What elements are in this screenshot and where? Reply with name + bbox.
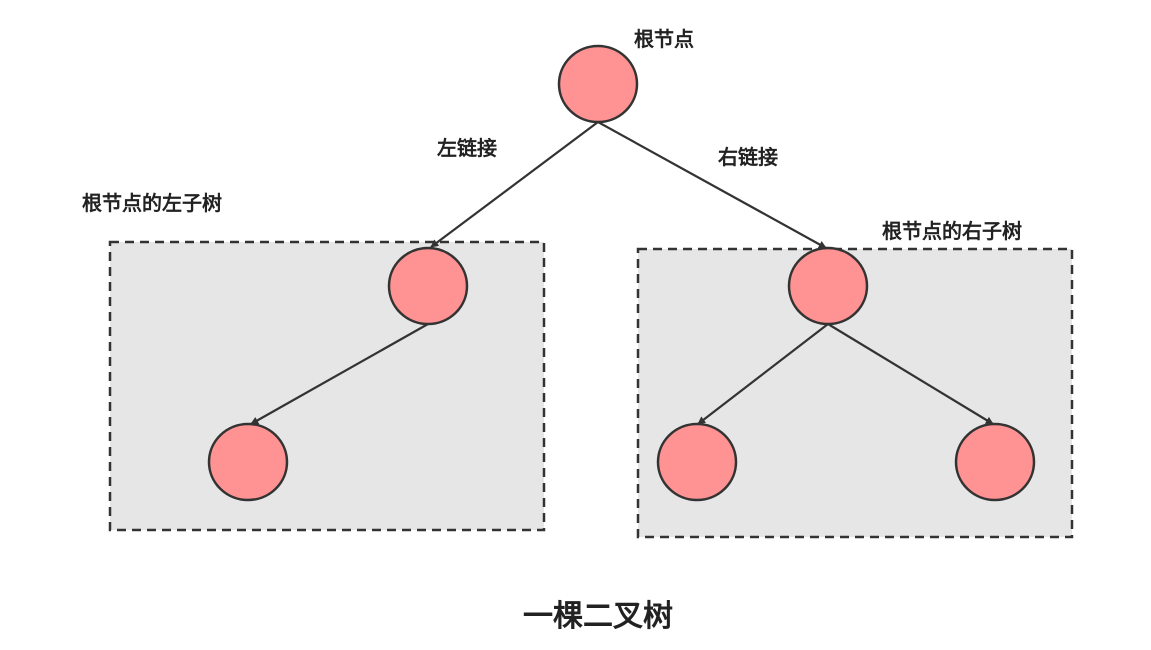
edge-right-to-rightleft [697,323,829,425]
right-left-leaf-node [656,422,738,502]
left-link-label: 左链接 [437,136,497,160]
right-link-label: 右链接 [718,145,778,169]
edge-root-to-left [430,121,599,248]
edge-left-to-leftleft [250,323,429,425]
left-subtree-label: 根节点的左子树 [82,191,222,215]
root-label: 根节点 [634,27,694,51]
left-child-node [387,246,469,326]
root-node [557,44,639,124]
diagram-caption: 一棵二叉树 [523,599,673,634]
right-right-leaf-node [954,422,1036,502]
right-child-node [787,246,869,326]
edge-right-to-rightright [827,323,994,425]
right-subtree-label: 根节点的右子树 [882,219,1022,243]
left-left-leaf-node [207,422,289,502]
left-subtree-box [108,240,546,532]
edge-root-to-right [597,121,827,249]
